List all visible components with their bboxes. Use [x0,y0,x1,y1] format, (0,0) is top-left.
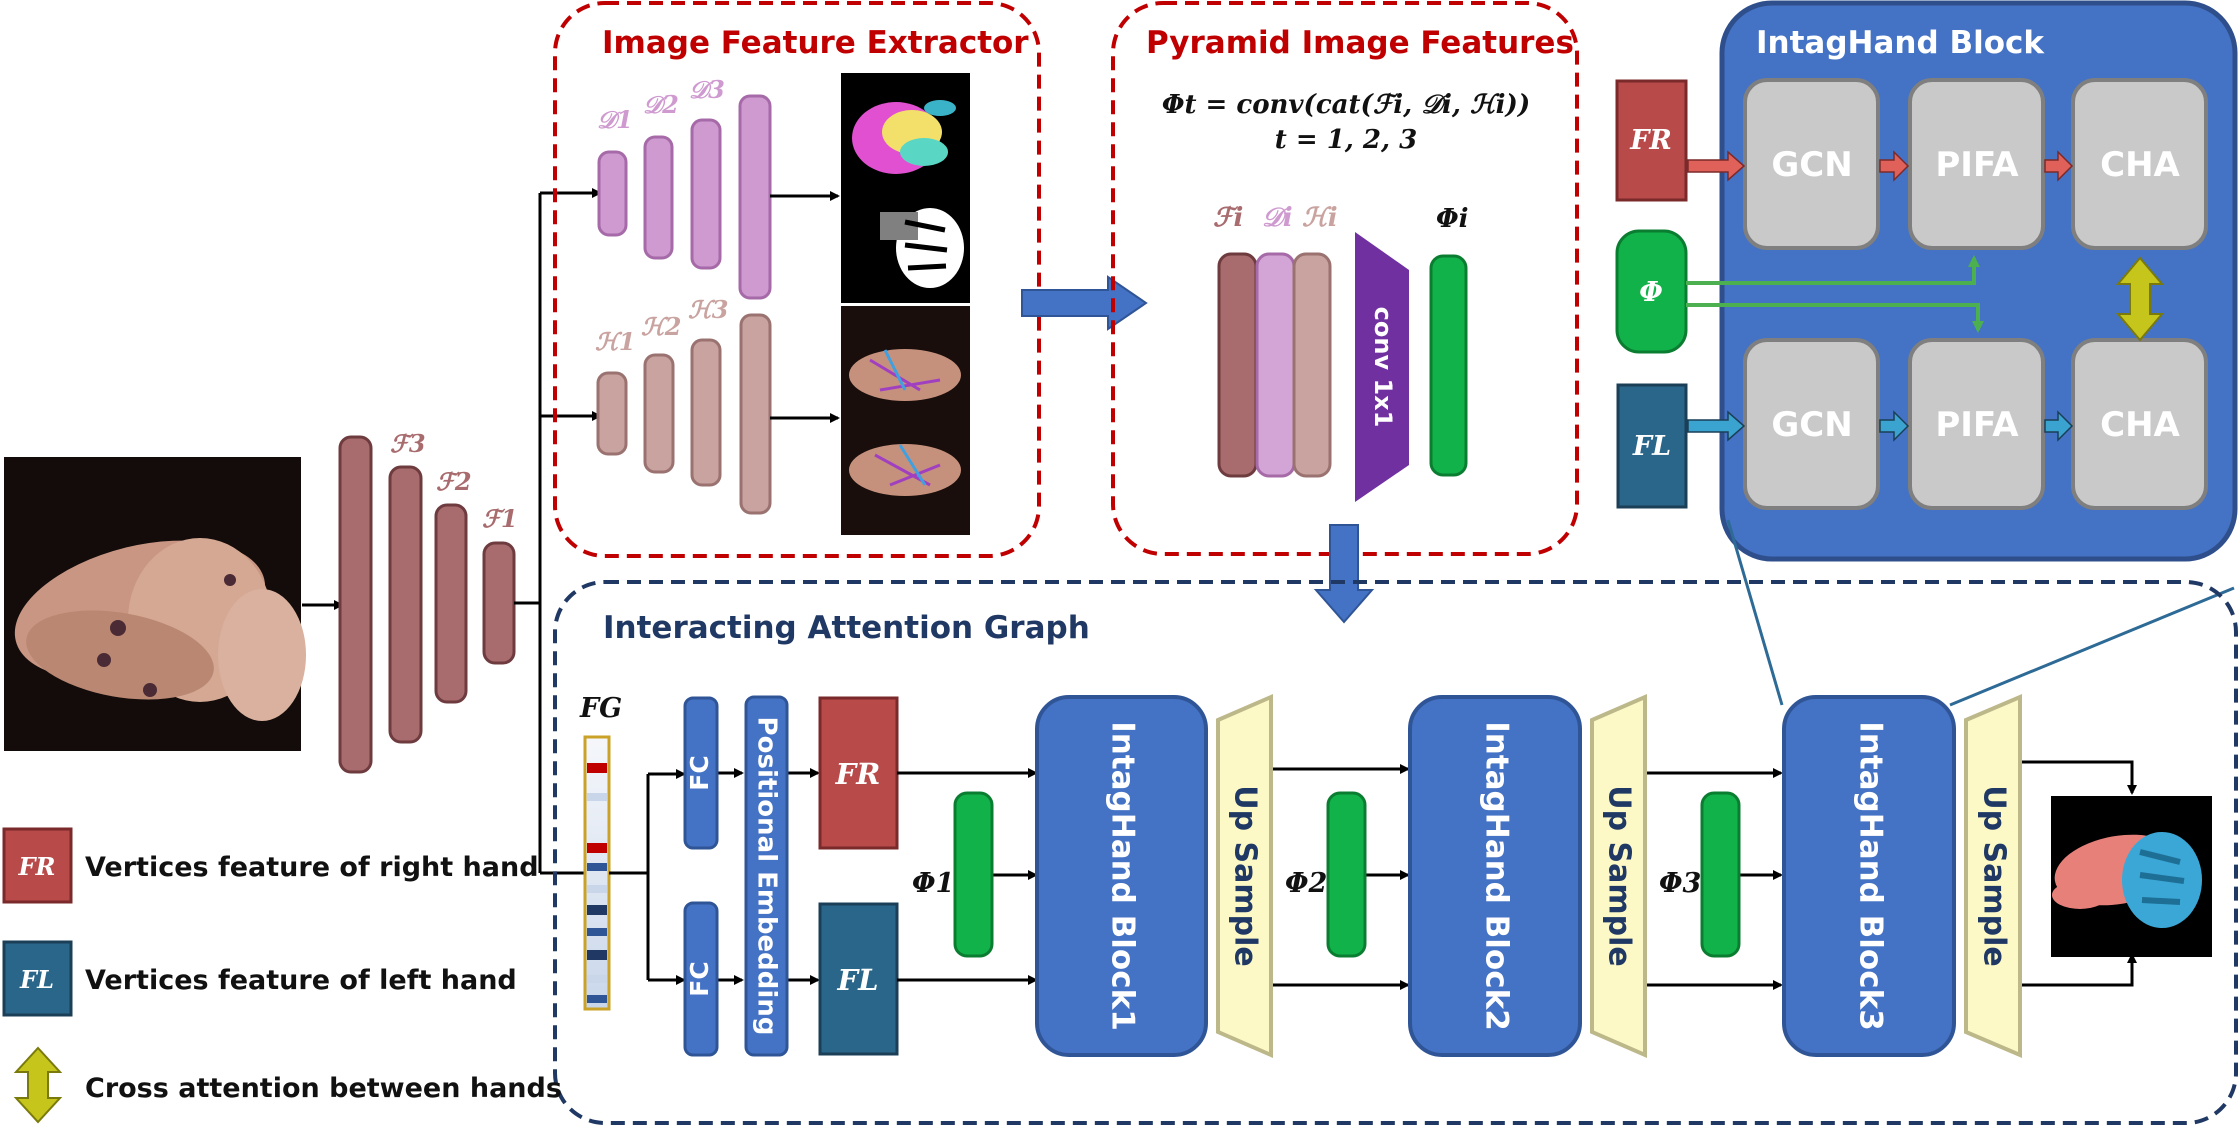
fc-top [683,696,719,850]
backbone-layer-3 [434,503,468,704]
image-feature-extractor-panel [553,1,1041,558]
backbone [338,435,516,774]
backbone-label-f2: ℱ2 [436,467,472,496]
intag-phi-arrows [1686,255,1984,333]
intag-phi-label: Φ [1639,277,1663,308]
intaghand-block-2-label: IntagHand Block2 [1479,721,1515,1031]
d-decoder [597,94,772,300]
fc-top-label: FC [685,755,714,790]
backbone-label-f1: ℱ1 [482,504,518,533]
zoom-lines [1726,519,2235,707]
legend-fl-label: FL [19,965,54,994]
h1-label: ℋ1 [595,327,635,356]
upsample-3 [1964,693,2022,1059]
cha-top-label: CHA [2100,145,2180,185]
d2-label: 𝒟2 [643,90,679,119]
legend-fr-badge [2,827,73,904]
cross-attention-arrow [2115,256,2165,342]
positional-embedding [744,695,789,1057]
upsample-1-label: Up Sample [1228,785,1263,967]
stack-label-f: ℱi [1213,203,1243,233]
pyramid-features-title: Pyramid Image Features [1146,25,1574,61]
phi-1-feature [953,791,994,958]
interacting-attention-graph-panel [553,580,2238,1125]
input-hand-image [4,457,306,751]
intag-fr-label: FR [1629,125,1672,156]
intag-blue-arrows [1687,410,2074,442]
legend-cross-attention-text: Cross attention between hands [85,1073,562,1104]
legend-left-hand-text: Vertices feature of left hand [85,965,517,996]
stage-connectors [897,760,2137,990]
upsample-1 [1216,693,1273,1059]
intaghand-bottom-row [1743,338,2208,510]
pifa-bottom-label: PIFA [1935,405,2019,445]
fg-connectors [609,768,820,985]
intaghand-top-row [1743,78,2208,250]
h-decoder [596,313,772,515]
intaghand-block-3 [1782,695,1956,1057]
fg-label: FG [579,693,622,724]
backbone-layer-4 [482,541,516,665]
output-mesh-image [2051,796,2212,957]
pyramid-to-graph-arrow [1313,524,1375,624]
phi-i-feature [1429,254,1468,477]
conv-1x1-trapezoid [1355,232,1409,502]
upsample-2 [1590,693,1647,1059]
intaghand-block-1 [1035,695,1208,1057]
image-feature-extractor-title: Image Feature Extractor [602,25,1029,61]
backbone-layer-2 [388,465,423,744]
pyramid-features-panel [1111,1,1579,556]
pose-thumbnail [841,306,970,535]
intag-fl-label: FL [1632,431,1671,462]
gcn-top-label: GCN [1771,145,1852,185]
pifa-top-label: PIFA [1935,145,2019,185]
phi-2-feature [1326,791,1367,958]
positional-embedding-label: Positional Embedding [752,717,782,1036]
fc-bottom [683,901,719,1057]
cha-bottom-label: CHA [2100,405,2180,445]
intag-fr-input [1615,79,1688,202]
stack-label-d: 𝒟i [1262,203,1293,233]
gcn-bottom-label: GCN [1771,405,1852,445]
legend-fl-badge [2,940,73,1017]
legend-cross-attention-icon [13,1046,63,1124]
d3-label: 𝒟3 [689,75,725,104]
pyramid-formula-range: t = 1, 2, 3 [1275,125,1417,155]
phi-2-label: Φ2 [1285,868,1327,899]
pyramid-formula: Φt = conv(cat(ℱi, 𝒟i, ℋi)) [1162,90,1530,120]
fc-bottom-label: FC [685,961,714,996]
graph-fr [818,696,899,850]
intaghand-block-2 [1408,695,1582,1057]
d1-label: 𝒟1 [597,105,633,134]
h2-label: ℋ2 [641,312,681,341]
intaghand-block-1-label: IntagHand Block1 [1105,721,1141,1031]
phi-1-label: Φ1 [912,868,954,899]
upsample-3-label: Up Sample [1977,785,2012,967]
intag-fl-input [1616,383,1688,509]
feature-stack [1217,252,1332,478]
intag-phi-input [1615,229,1688,354]
fg-vector [583,735,611,1011]
legend-fr-label: FR [18,852,56,881]
extractor-output-arrows [770,191,840,423]
intaghand-block-title: IntagHand Block [1756,25,2045,61]
graph-fl-label: FL [837,963,879,997]
graph-fl [818,902,899,1056]
backbone-layer-1 [338,435,373,774]
stack-label-h: ℋi [1302,203,1338,233]
intaghand-block-3-label: IntagHand Block3 [1853,721,1889,1031]
backbone-label-f3: ℱ3 [390,429,426,458]
phi-3-label: Φ3 [1659,868,1701,899]
dense-map-thumbnail [841,73,970,303]
phi-i-label: Φi [1436,204,1469,234]
conv-1x1-label: conv 1x1 [1369,307,1397,428]
legend-right-hand-text: Vertices feature of right hand [85,852,539,883]
upsample-2-label: Up Sample [1602,785,1637,967]
graph-fr-label: FR [835,757,881,791]
h3-label: ℋ3 [688,295,728,324]
interacting-attention-graph-title: Interacting Attention Graph [603,610,1090,646]
phi-3-feature [1700,791,1741,958]
intag-red-arrows [1687,150,2074,182]
